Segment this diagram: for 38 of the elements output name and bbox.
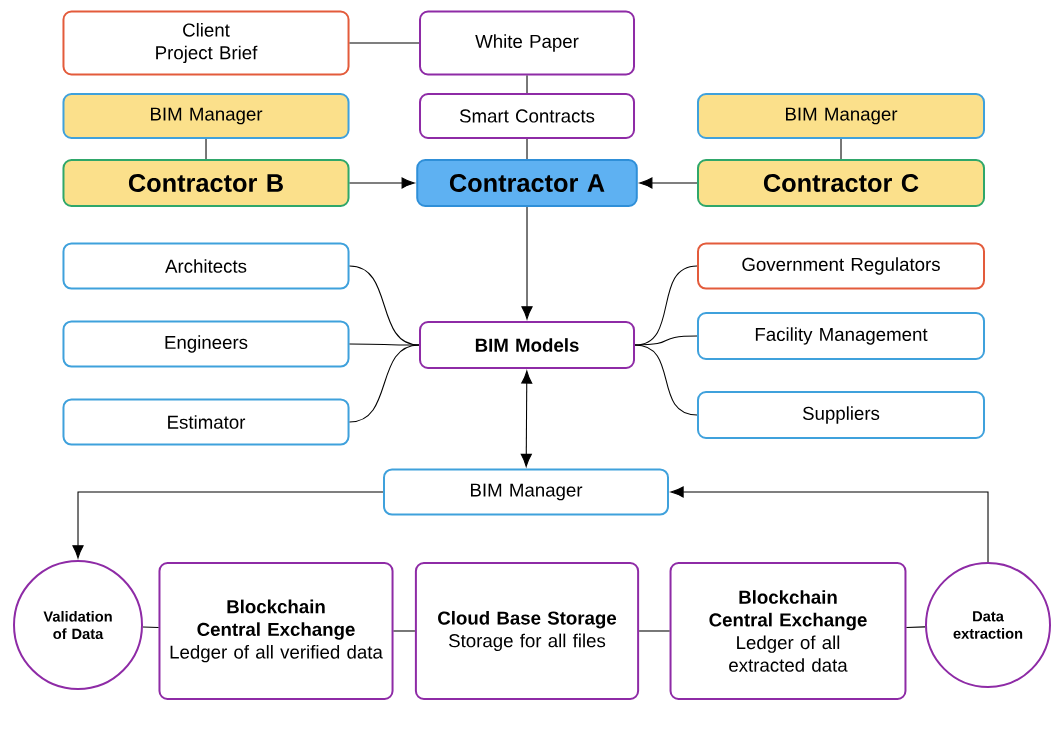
connector (526, 74, 528, 94)
connector (634, 335, 698, 346)
model-box: BIM Models (419, 321, 635, 369)
role-box: Suppliers (697, 391, 985, 439)
connector (142, 626, 159, 628)
manager-box: BIM Manager (697, 93, 985, 139)
contractor-box: Contractor C (697, 159, 985, 207)
connector (520, 370, 533, 467)
contractor-box: Contractor B (62, 159, 350, 207)
manager-box: BIM Manager (62, 93, 350, 139)
brief-box: Client Project Brief (62, 10, 350, 76)
role-box: Estimator (62, 398, 350, 446)
role-box: Facility Management (697, 312, 985, 360)
role-box: Government Regulators (697, 242, 985, 290)
document-box: White Paper (419, 10, 635, 76)
role-box: Engineers (62, 320, 350, 368)
connector (349, 344, 420, 423)
storage-box: Cloud Base Storage Storage for all files (414, 562, 640, 700)
connector (670, 486, 989, 563)
connector (905, 626, 926, 628)
connector (349, 177, 415, 189)
storage-box: Blockchain Central Exchange Ledger of all verified data (158, 562, 394, 700)
connector (349, 42, 420, 44)
connector (521, 206, 533, 320)
connector (638, 630, 671, 632)
connector (393, 630, 416, 632)
connector (349, 343, 420, 346)
role-box: Architects (62, 242, 350, 290)
role-box: BIM Manager (383, 468, 669, 516)
connector (639, 177, 698, 189)
connector (526, 138, 528, 160)
contractor-box: Contractor A (416, 159, 638, 207)
storage-box: Blockchain Central Exchange Ledger of all extracted data (669, 562, 907, 700)
connector (840, 138, 842, 160)
connector (72, 491, 384, 559)
connector (634, 344, 698, 416)
document-box: Smart Contracts (419, 93, 635, 139)
connector (205, 138, 207, 160)
